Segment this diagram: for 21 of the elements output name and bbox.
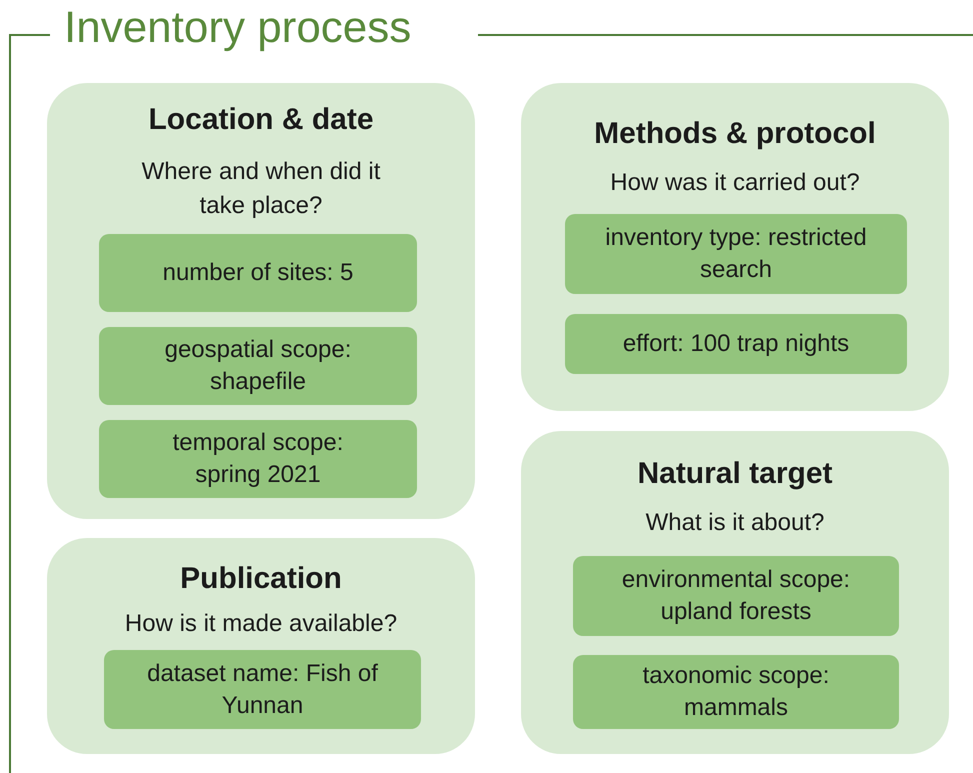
attribute-box: environmental scope: upland forests: [573, 556, 899, 636]
panel-question: Where and when did it take place?: [140, 157, 382, 221]
category-panel: [521, 431, 949, 754]
category-panel: [521, 83, 949, 411]
panel-question: How was it carried out?: [609, 168, 861, 198]
attribute-box: inventory type: restricted search: [565, 214, 907, 294]
attribute-box: temporal scope: spring 2021: [99, 420, 417, 498]
category-panel: [47, 538, 475, 754]
category-panel: [47, 83, 475, 519]
panel-heading: Natural target: [636, 457, 834, 491]
panel-heading: Location & date: [147, 103, 374, 137]
attribute-box: taxonomic scope: mammals: [573, 655, 899, 729]
attribute-box: dataset name: Fish of Yunnan: [104, 650, 421, 729]
diagram-title: Inventory process: [64, 2, 412, 54]
panel-heading: Publication: [179, 562, 343, 596]
panel-heading: Methods & protocol: [593, 117, 877, 151]
attribute-box: number of sites: 5: [99, 234, 417, 312]
attribute-box: geospatial scope: shapefile: [99, 327, 417, 405]
attribute-box: effort: 100 trap nights: [565, 314, 907, 374]
panel-question: How is it made available?: [124, 609, 398, 639]
panel-question: What is it about?: [644, 508, 826, 538]
